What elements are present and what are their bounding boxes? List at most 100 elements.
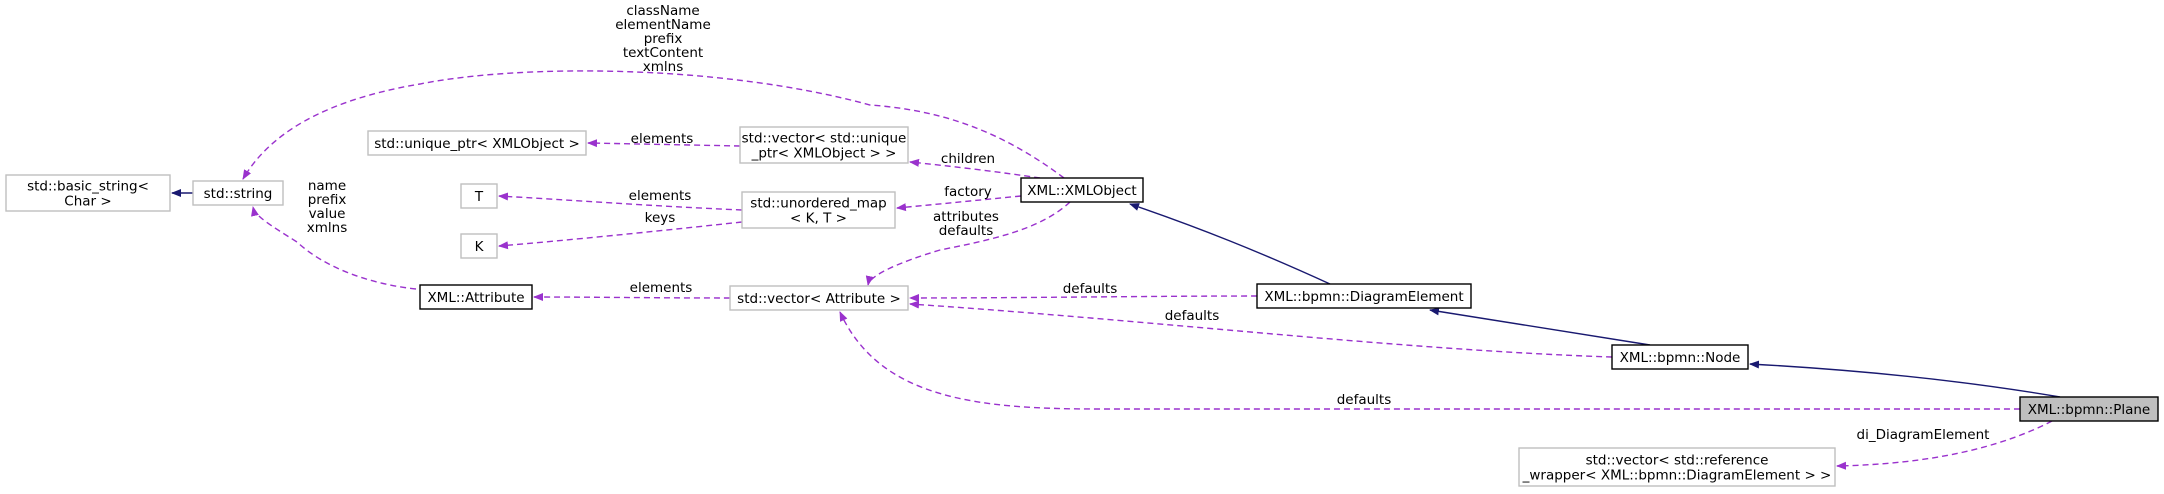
- edge-unordered_map-T: elements: [498, 188, 743, 211]
- edge-label-line: children: [941, 151, 995, 167]
- edge-line-xmlobject-vector_unique: [909, 158, 1041, 179]
- node-Attribute[interactable]: XML::Attribute: [419, 284, 533, 310]
- edge-label-vector_attr-attribute: elements: [630, 280, 693, 296]
- edge-label-line: name: [308, 178, 346, 194]
- edge-label-plane-vector_attr: defaults: [1337, 392, 1392, 408]
- node-box: [741, 191, 896, 229]
- node-DiagramElement[interactable]: XML::bpmn::DiagramElement: [1256, 283, 1472, 309]
- node-label: std::string: [204, 186, 273, 202]
- node-vector_unique[interactable]: std::vector< std::unique_ptr< XMLObject …: [739, 126, 909, 164]
- edge-line-plane-vector_attr: [839, 311, 2020, 410]
- edge-label-line: elementName: [615, 17, 711, 33]
- node-XMLObject[interactable]: XML::XMLObject: [1020, 177, 1144, 203]
- edge-label-unordered_map-K: keys: [645, 210, 676, 226]
- node-K[interactable]: K: [460, 233, 498, 259]
- node-label: _wrapper< XML::bpmn::DiagramElement > >: [1522, 468, 1832, 484]
- edge-vector_unique-unique_ptr: elements: [587, 131, 741, 148]
- edge-label-vector_unique-unique_ptr: elements: [631, 131, 694, 147]
- edge-label-line: keys: [645, 210, 676, 226]
- node-label: std::vector< std::unique: [742, 131, 907, 147]
- edge-label-diagramelement-vector_attr: defaults: [1063, 281, 1118, 297]
- edge-line-unordered_map-K: [498, 221, 743, 250]
- node-label: XML::bpmn::Node: [1620, 350, 1741, 366]
- node-box: [5, 174, 171, 212]
- node-box: [192, 180, 284, 206]
- node-label: < K, T >: [790, 211, 847, 227]
- edge-line-xmlobject-string: [242, 70, 1065, 180]
- edge-line-vector_unique-unique_ptr: [587, 139, 741, 148]
- edge-xmlobject-unordered_map: factory: [896, 184, 1022, 212]
- node-label: std::vector< std::reference: [1586, 453, 1769, 469]
- edge-label-xmlobject-vector_unique: children: [941, 151, 995, 167]
- node-box: [1020, 177, 1144, 203]
- node-unordered_map[interactable]: std::unordered_map< K, T >: [741, 191, 896, 229]
- node-box: [367, 130, 587, 156]
- edge-label-line: xmlns: [643, 59, 683, 75]
- edge-label-line: elements: [630, 280, 693, 296]
- edge-line-unordered_map-T: [498, 192, 743, 211]
- node-box: [1518, 447, 1836, 487]
- node-unique_ptr[interactable]: std::unique_ptr< XMLObject >: [367, 130, 587, 156]
- node-Node[interactable]: XML::bpmn::Node: [1611, 344, 1749, 370]
- node-box: [460, 183, 498, 209]
- node-label: T: [474, 189, 484, 205]
- edge-label-line: factory: [944, 184, 992, 200]
- edge-label-line: elements: [629, 188, 692, 204]
- node-box: [1256, 283, 1472, 309]
- edge-line-diagramelement-vector_attr: [909, 293, 1258, 302]
- edge-plane-node: [1749, 360, 2061, 398]
- edge-xmlobject-vector_unique: children: [909, 151, 1041, 179]
- node-label: XML::XMLObject: [1027, 183, 1136, 199]
- edge-label-line: defaults: [1063, 281, 1118, 297]
- edge-node-vector_attr: defaults: [909, 300, 1613, 358]
- node-box: [1611, 344, 1749, 370]
- edge-line-vector_attr-attribute: [533, 293, 731, 302]
- edge-label-line: xmlns: [307, 220, 347, 236]
- edge-line-diagramelement-xmlobject: [1129, 203, 1331, 285]
- edge-label-unordered_map-T: elements: [629, 188, 692, 204]
- node-label: std::unique_ptr< XMLObject >: [374, 136, 580, 152]
- edge-label-xmlobject-unordered_map: factory: [944, 184, 992, 200]
- edge-line-attribute-string: [251, 206, 417, 290]
- edge-line-xmlobject-vector_attr: [865, 201, 1071, 286]
- node-box: [739, 126, 909, 164]
- edge-label-line: di_DiagramElement: [1857, 427, 1990, 443]
- node-T[interactable]: T: [460, 183, 498, 209]
- edge-label-line: defaults: [939, 223, 994, 239]
- edge-vector_attr-attribute: elements: [533, 280, 731, 302]
- edge-label-line: className: [626, 3, 699, 19]
- node-basic_string[interactable]: std::basic_string<Char >: [5, 174, 171, 212]
- edge-label-node-vector_attr: defaults: [1165, 308, 1220, 324]
- node-label: std::unordered_map: [750, 196, 886, 212]
- node-string[interactable]: std::string: [192, 180, 284, 206]
- edge-plane-vector_attr: defaults: [839, 311, 2020, 410]
- edge-plane-vector_ref: di_DiagramElement: [1836, 420, 2053, 470]
- node-Plane[interactable]: XML::bpmn::Plane: [2019, 396, 2159, 422]
- edge-node-diagramelement: [1429, 307, 1651, 346]
- node-vector_attr[interactable]: std::vector< Attribute >: [729, 285, 909, 311]
- edge-label-line: value: [309, 206, 346, 222]
- edge-unordered_map-K: keys: [498, 210, 743, 250]
- node-vector_ref[interactable]: std::vector< std::reference_wrapper< XML…: [1518, 447, 1836, 487]
- edge-line-node-vector_attr: [909, 300, 1613, 358]
- node-label: XML::bpmn::DiagramElement: [1264, 289, 1463, 305]
- node-label: K: [475, 239, 485, 255]
- edge-label-line: attributes: [933, 209, 999, 225]
- node-box: [419, 284, 533, 310]
- edge-line-plane-vector_ref: [1836, 420, 2053, 470]
- edge-label-line: textContent: [623, 45, 703, 61]
- edge-diagramelement-vector_attr: defaults: [909, 281, 1258, 302]
- edge-diagramelement-xmlobject: [1129, 203, 1331, 285]
- node-box: [460, 233, 498, 259]
- node-box: [729, 285, 909, 311]
- edge-line-xmlobject-unordered_map: [896, 195, 1022, 212]
- node-label: std::vector< Attribute >: [737, 291, 901, 307]
- node-label: XML::bpmn::Plane: [2028, 402, 2150, 418]
